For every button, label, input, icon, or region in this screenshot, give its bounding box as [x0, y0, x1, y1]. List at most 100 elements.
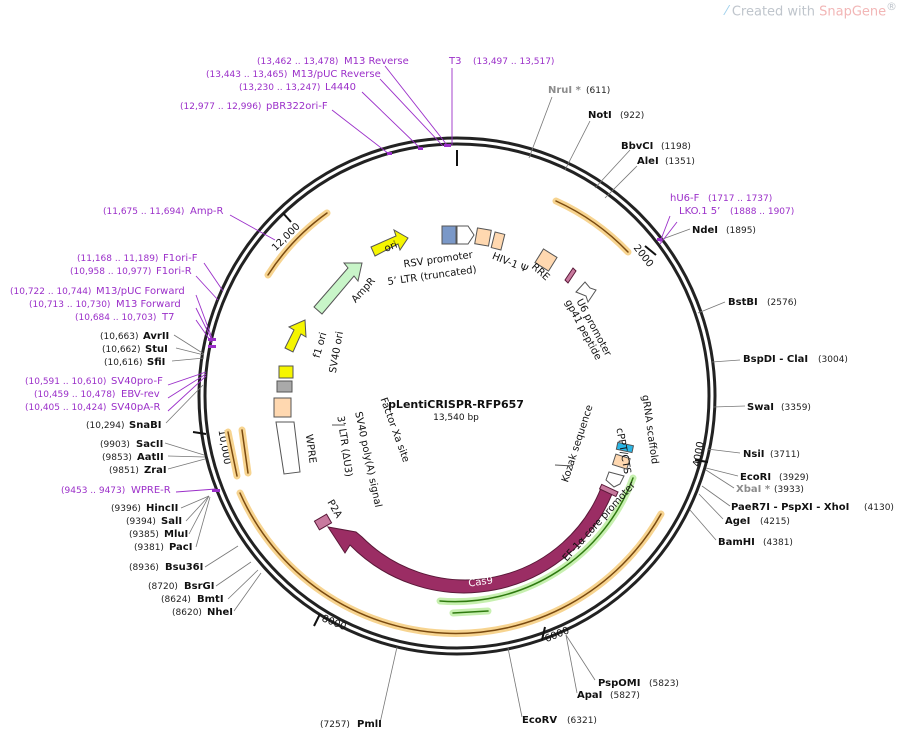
enzyme-pos-7: (3359) [781, 403, 811, 413]
kozak-leader [554, 464, 574, 467]
primer-range-6: (1888 .. 1907) [730, 207, 794, 217]
enzyme-pos-30: (10,616) [104, 358, 143, 368]
orf-arcs [224, 197, 665, 637]
kozak-feature [598, 483, 619, 498]
enzyme-name-26: ZraI [144, 465, 167, 476]
enzyme-name-30: SfiI [147, 357, 165, 368]
enzyme-name-15: ApaI [577, 690, 602, 701]
primer-range-7: (11,675 .. 11,694) [103, 207, 184, 217]
primer-range-14: (10,459 .. 10,478) [34, 390, 115, 400]
grna-label: gRNA scaffold [639, 394, 660, 465]
ring-tick-6000: 6000 [543, 625, 571, 645]
primer-name-4: pBR322ori-F [266, 101, 328, 112]
rsv-arrow [456, 225, 475, 245]
enzyme-pos-14: (5823) [649, 679, 679, 689]
primer-range-3: (13,230 .. 13,247) [239, 83, 320, 93]
enzyme-name-5: BstBI [728, 297, 758, 308]
rre-feature [534, 248, 558, 272]
p2a-feature [313, 513, 333, 531]
enzyme-pos-20: (8720) [148, 582, 178, 592]
ori-feature [370, 228, 409, 257]
primer-range-4: (12,977 .. 12,996) [180, 102, 261, 112]
enzyme-pos-28: (9903) [100, 440, 130, 450]
enzyme-pos-32: (10,663) [100, 332, 139, 342]
enzyme-name-19: BmtI [197, 594, 224, 605]
primer-range-11: (10,713 .. 10,730) [29, 300, 110, 310]
ebv-feature [276, 380, 293, 393]
ori-label: ori [383, 240, 399, 255]
ltr5-label: 5’ LTR (truncated) [387, 265, 477, 288]
primer-name-7: Amp-R [190, 206, 224, 217]
hiv-label: HIV-1 Ψ [490, 251, 529, 275]
ampr-feature [313, 262, 363, 315]
primer-name-15: SV40pA-R [111, 402, 160, 413]
enzyme-pos-21: (8936) [129, 563, 159, 573]
enzyme-name-29: SnaBI [129, 420, 161, 431]
enzyme-name-3: AleI [637, 156, 659, 167]
enzyme-pos-3: (1351) [665, 157, 695, 167]
ring-tick-8000: 8000 [320, 613, 348, 633]
gp41-feature [564, 267, 577, 284]
enzyme-pos-6: (3004) [818, 355, 848, 365]
enzyme-name-2: BbvCI [621, 141, 653, 152]
enzyme-name-20: BsrGI [184, 581, 214, 592]
enzyme-name-14: PspOMI [598, 678, 640, 689]
enzyme-name-24: SalI [161, 516, 182, 527]
primer-name-12: T7 [161, 312, 174, 323]
enzyme-pos-5: (2576) [767, 298, 797, 308]
enzyme-pos-31: (10,662) [102, 345, 141, 355]
enzyme-name-25: HincII [146, 503, 178, 514]
enzyme-name-10: XbaI * [736, 484, 771, 495]
enzyme-pos-0: (611) [586, 86, 610, 96]
enzyme-name-23: MluI [164, 529, 188, 540]
ef1a-feature [605, 471, 625, 488]
enzyme-pos-24: (9394) [126, 517, 156, 527]
primer-range-2: (13,443 .. 13,465) [206, 70, 287, 80]
enzyme-pos-22: (9381) [134, 543, 164, 553]
enzyme-name-6: BspDI - ClaI [743, 354, 808, 365]
enzyme-pos-12: (4215) [760, 517, 790, 527]
kozak-label: Kozak sequence [560, 404, 595, 484]
enzyme-pos-8: (3711) [770, 450, 800, 460]
enzyme-name-28: SacII [136, 439, 163, 450]
grna-feature [615, 441, 635, 454]
watermark-mark: ® [886, 0, 897, 13]
primer-name-9: F1ori-R [156, 266, 192, 277]
enzyme-pos-4: (1895) [726, 226, 756, 236]
backbone-outer [197, 136, 717, 656]
enzyme-labels: NruI * (611) NotI (922) BbvCI (1198) Ale… [86, 85, 894, 730]
primer-name-2: M13/pUC Reverse [292, 69, 381, 80]
enzyme-pos-26: (9851) [109, 466, 139, 476]
primer-range-0: (13,462 .. 13,478) [257, 57, 338, 67]
cas9-feature [326, 487, 613, 594]
watermark-brand: SnapGene [819, 4, 887, 20]
hiv-feature [490, 231, 506, 251]
u6-feature [575, 281, 597, 304]
enzyme-name-18: NheI [207, 607, 233, 618]
enzyme-pos-10: (3933) [774, 485, 804, 495]
enzyme-pos-2: (1198) [661, 142, 691, 152]
enzyme-name-13: BamHI [718, 537, 755, 548]
enzyme-name-16: EcoRV [522, 715, 557, 726]
primer-name-14: EBV-rev [121, 389, 160, 400]
primer-range-13: (10,591 .. 10,610) [25, 377, 106, 387]
enzyme-pos-27: (9853) [102, 453, 132, 463]
enzyme-name-21: Bsu36I [165, 562, 203, 573]
backbone-inner [203, 142, 711, 650]
primer-range-16: (9453 .. 9473) [61, 486, 125, 496]
enzyme-name-0: NruI * [548, 85, 582, 96]
primer-range-9: (10,958 .. 10,977) [70, 267, 151, 277]
f1ori-label: f1 ori [312, 331, 330, 359]
primer-name-16: WPRE-R [131, 485, 171, 496]
primer-name-3: L4440 [325, 82, 356, 93]
sv40ori-label: SV40 ori [328, 331, 346, 374]
sv40ori-feature [278, 365, 294, 379]
enzyme-name-31: StuI [145, 344, 168, 355]
primer-range-15: (10,405 .. 10,424) [25, 403, 106, 413]
ampr-label: AmpR [350, 276, 378, 306]
primer-leaders [167, 65, 678, 493]
primer-name-5: hU6-F [670, 193, 700, 204]
primer-name-13: SV40pro-F [111, 376, 163, 387]
enzyme-name-32: AvrII [143, 331, 169, 342]
